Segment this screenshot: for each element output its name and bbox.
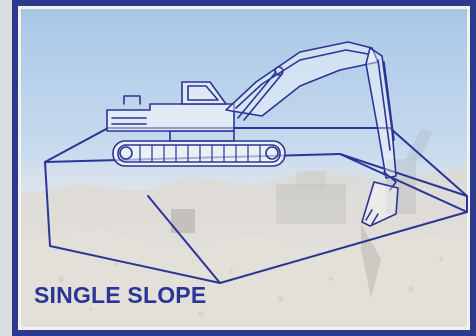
background-photo	[21, 9, 467, 327]
excavator-icon	[106, 41, 399, 227]
figure-label: SINGLE SLOPE	[34, 282, 207, 308]
construction-site-background	[21, 9, 467, 327]
